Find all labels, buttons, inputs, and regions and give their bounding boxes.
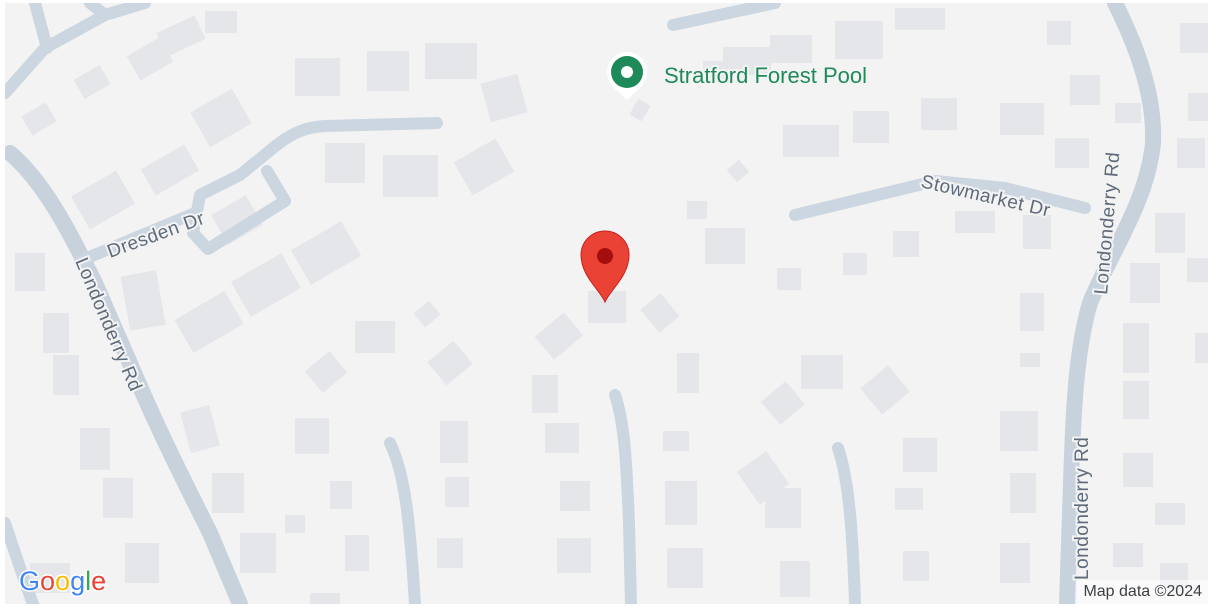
map-canvas[interactable]: Dresden Dr Stowmarket Dr Londonderry Rd …: [5, 3, 1208, 604]
map-layer: Dresden Dr Stowmarket Dr Londonderry Rd …: [5, 3, 1208, 604]
google-logo: Google: [19, 566, 106, 596]
buildings: [15, 8, 1208, 604]
pool-place-pin-icon[interactable]: [607, 52, 647, 100]
location-pin-icon[interactable]: [580, 230, 630, 304]
poi-label[interactable]: Stratford Forest Pool: [662, 61, 869, 90]
roads: [5, 3, 1162, 604]
attribution-box: Map data ©2024: [1077, 580, 1208, 604]
street-label-londonderry-rd-right-top: Londonderry Rd: [1091, 151, 1124, 296]
street-label-londonderry-rd-right-bottom: Londonderry Rd: [1072, 437, 1093, 580]
attribution-text[interactable]: Map data ©2024: [1083, 583, 1202, 600]
